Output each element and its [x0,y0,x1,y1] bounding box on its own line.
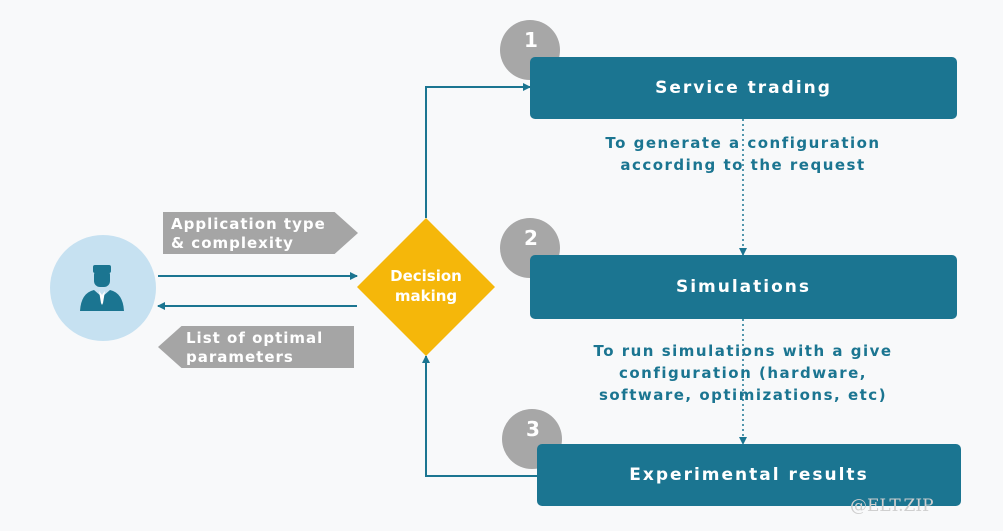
user-node [50,235,156,341]
note-line: To run simulations with a give [593,342,893,360]
decision-label-line: making [394,287,458,305]
simulations-label: Simulations [675,277,812,297]
watermark: @ELT.ZIP [850,496,934,516]
input-label-line: Application type [171,215,326,233]
sim-to-results-note: To run simulations with a give configura… [548,340,938,406]
decision-to-trading-arrow [425,83,531,218]
input-label-line: & complexity [171,234,294,252]
results-to-decision-arrow [422,355,537,477]
note-line: configuration (hardware, [618,364,868,382]
input-label-arrow: Application type & complexity [163,212,358,254]
trading-to-sim-note: To generate a configuration according to… [548,132,938,176]
experimental-results-box: Experimental results [537,444,961,506]
output-label-arrow: List of optimal parameters [158,326,354,368]
output-label-line: List of optimal [186,329,324,347]
decision-label-line: Decision [390,267,462,285]
service-trading-box: Service trading [530,57,957,119]
simulations-box: Simulations [530,255,957,319]
note-line: To generate a configuration [605,134,881,152]
service-trading-label: Service trading [655,78,832,98]
experimental-results-label: Experimental results [629,465,869,485]
user-icon [80,265,124,311]
note-line: according to the request [620,156,866,174]
decision-label: Decision making [357,266,495,306]
output-label-line: parameters [186,348,294,366]
note-line: software, optimizations, etc) [598,386,888,404]
